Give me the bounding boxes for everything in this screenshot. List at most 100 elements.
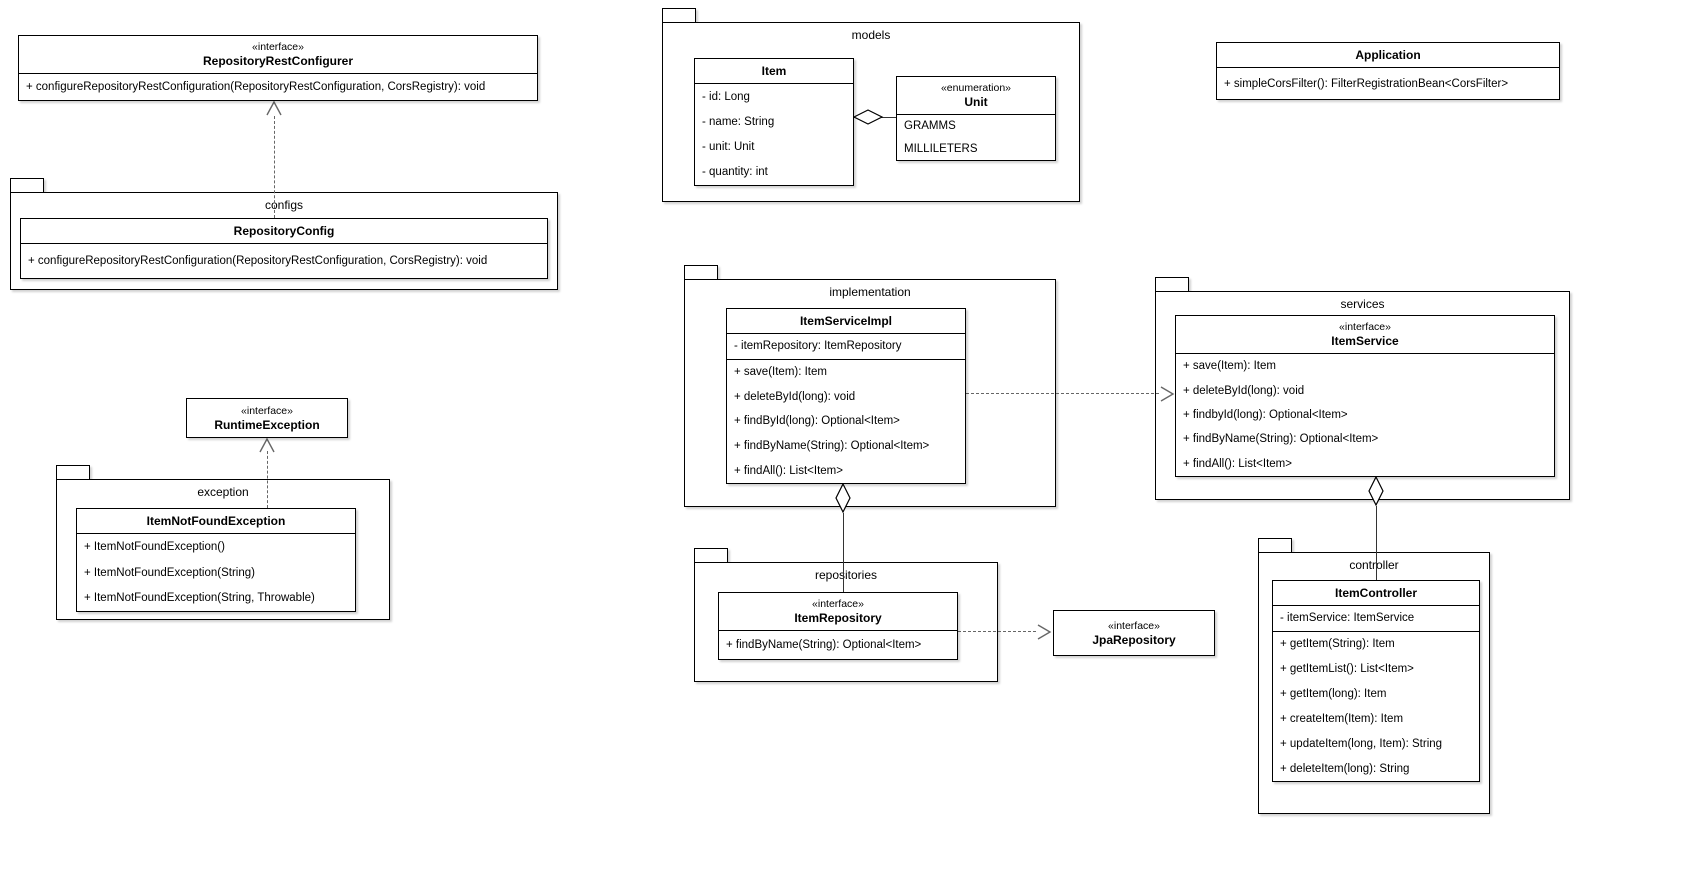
aggregation-diamond-icon (1368, 475, 1384, 507)
class-item: Item - id: Long - name: String - unit: U… (694, 58, 854, 186)
method-item: + findByName(String): Optional<Item> (726, 639, 922, 651)
aggregation-diamond-icon (835, 482, 851, 514)
interface-jpa-repository: «interface» JpaRepository (1053, 610, 1215, 656)
class-name: ItemNotFoundException (146, 514, 286, 528)
stereotype-label: «enumeration» (940, 82, 1012, 94)
method-item: + configureRepositoryRestConfiguration(R… (26, 81, 486, 93)
class-header: Item (695, 59, 853, 83)
method-item: + ItemNotFoundException() (84, 540, 225, 553)
method-item: + configureRepositoryRestConfiguration(R… (28, 255, 488, 267)
method-item: + findAll(): List<Item> (1183, 457, 1292, 470)
enum-values-compartment: GRAMMS MILLILETERS (897, 114, 1055, 160)
class-header: «interface» ItemRepository (719, 593, 957, 630)
class-name: RepositoryRestConfigurer (202, 54, 354, 68)
enum-value: MILLILETERS (904, 142, 978, 155)
methods-compartment: + save(Item): Item + deleteById(long): v… (727, 358, 965, 483)
method-item: + findByName(String): Optional<Item> (734, 440, 930, 453)
package-label: services (1340, 297, 1385, 311)
attribute-item: - quantity: int (702, 166, 768, 179)
realization-line-jparepository (958, 631, 1036, 632)
class-header: Application (1217, 43, 1559, 67)
class-item-service-impl: ItemServiceImpl - itemRepository: ItemRe… (726, 308, 966, 484)
stereotype-label: «interface» (241, 404, 293, 417)
package-repositories-tab (694, 548, 728, 563)
method-item: + deleteItem(long): String (1280, 762, 1410, 775)
class-header: ItemController (1273, 581, 1479, 605)
method-item: + save(Item): Item (1183, 360, 1276, 373)
methods-compartment: + ItemNotFoundException() + ItemNotFound… (77, 533, 355, 611)
package-implementation-tab (684, 265, 718, 280)
open-arrowhead-right-icon (1160, 386, 1175, 402)
enum-value: GRAMMS (904, 120, 956, 133)
class-name: ItemRepository (794, 611, 882, 625)
method-item: + findbyId(long): Optional<Item> (1183, 409, 1348, 422)
methods-compartment: + save(Item): Item + deleteById(long): v… (1176, 353, 1554, 476)
methods-compartment: + configureRepositoryRestConfiguration(R… (21, 243, 547, 278)
method-item: + findByName(String): Optional<Item> (1183, 433, 1379, 446)
open-arrowhead-up-icon (266, 100, 282, 116)
package-label: controller (1349, 558, 1399, 572)
realization-line-exception (267, 451, 268, 508)
method-item: + save(Item): Item (734, 366, 827, 378)
class-header: «interface» RepositoryRestConfigurer (19, 36, 537, 73)
attributes-compartment: - itemService: ItemService (1273, 605, 1479, 631)
method-item: + ItemNotFoundException(String, Throwabl… (84, 592, 315, 605)
method-item: + getItem(String): Item (1280, 638, 1395, 651)
package-controller-tab (1258, 538, 1292, 553)
aggregation-line-service-controller (1376, 506, 1377, 580)
attribute-item: - unit: Unit (702, 141, 755, 154)
methods-compartment: + simpleCorsFilter(): FilterRegistration… (1217, 67, 1559, 99)
package-label: exception (197, 485, 249, 499)
method-item: + updateItem(long, Item): String (1280, 737, 1443, 750)
attributes-compartment: - itemRepository: ItemRepository (727, 333, 965, 359)
package-label: implementation (829, 285, 911, 299)
class-name: JpaRepository (1092, 632, 1176, 647)
aggregation-line-impl-repository (843, 513, 844, 592)
class-name: RepositoryConfig (233, 224, 335, 238)
attribute-item: - itemRepository: ItemRepository (734, 340, 902, 353)
method-item: + findAll(): List<Item> (734, 464, 843, 477)
class-header: «interface» JpaRepository (1054, 615, 1214, 652)
method-item: + deleteById(long): void (734, 390, 856, 403)
class-name: Unit (964, 95, 988, 109)
enum-unit: «enumeration» Unit GRAMMS MILLILETERS (896, 76, 1056, 161)
class-application: Application + simpleCorsFilter(): Filter… (1216, 42, 1560, 100)
method-item: + deleteById(long): void (1183, 384, 1305, 397)
stereotype-label: «interface» (1108, 619, 1160, 632)
class-header: ItemNotFoundException (77, 509, 355, 533)
class-name: Application (1355, 48, 1421, 62)
open-arrowhead-right-icon (1037, 624, 1052, 640)
class-name: RuntimeException (214, 417, 320, 432)
attribute-item: - id: Long (702, 90, 750, 103)
stereotype-label: «interface» (252, 41, 304, 53)
methods-compartment: + findByName(String): Optional<Item> (719, 630, 957, 659)
realization-line-configs (274, 116, 275, 218)
method-item: + findById(long): Optional<Item> (734, 415, 900, 428)
attributes-compartment: - id: Long - name: String - unit: Unit -… (695, 83, 853, 185)
methods-compartment: + configureRepositoryRestConfiguration(R… (19, 73, 537, 100)
package-models-tab (662, 8, 696, 23)
class-runtime-exception: «interface» RuntimeException (186, 398, 348, 438)
attribute-item: - name: String (702, 115, 775, 128)
attribute-item: - itemService: ItemService (1280, 612, 1415, 625)
class-name: ItemService (1331, 334, 1399, 348)
class-header: «enumeration» Unit (897, 77, 1055, 114)
class-repository-config: RepositoryConfig + configureRepositoryRe… (20, 218, 548, 279)
class-header: «interface» RuntimeException (187, 400, 347, 437)
class-header: «interface» ItemService (1176, 316, 1554, 353)
package-label: models (851, 28, 891, 42)
realization-line-itemservice (966, 393, 1159, 394)
class-item-controller: ItemController - itemService: ItemServic… (1272, 580, 1480, 782)
package-label: repositories (814, 568, 878, 582)
interface-item-service: «interface» ItemService + save(Item): It… (1175, 315, 1555, 477)
class-name: ItemServiceImpl (799, 314, 893, 328)
class-header: ItemServiceImpl (727, 309, 965, 333)
aggregation-diamond-icon (852, 109, 884, 125)
package-exception-tab (56, 465, 90, 480)
class-repository-rest-configurer: «interface» RepositoryRestConfigurer + c… (18, 35, 538, 101)
stereotype-label: «interface» (1339, 321, 1391, 333)
method-item: + simpleCorsFilter(): FilterRegistration… (1224, 77, 1509, 90)
open-arrowhead-up-icon (259, 437, 275, 453)
method-item: + createItem(Item): Item (1280, 712, 1404, 725)
